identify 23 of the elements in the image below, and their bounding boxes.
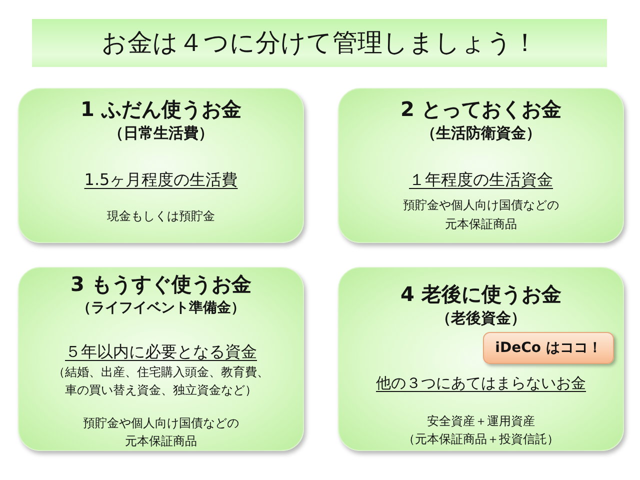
note-text: 安全資産＋運用資産（元本保証商品＋投資信託）: [402, 413, 560, 448]
underlined-summary: 1.5ヶ月程度の生活費: [84, 170, 238, 190]
category-card: [18, 267, 304, 451]
category-card: [338, 267, 624, 451]
note-text: 預貯金や個人向け国債などの元本保証商品: [402, 197, 560, 233]
card-subheading: （生活防衛資金）: [421, 123, 541, 143]
underlined-summary: １年程度の生活資金: [409, 170, 553, 190]
card-subheading: （ライフイベント準備金）: [77, 299, 245, 318]
note-text: 預貯金や個人向け国債などの元本保証商品: [82, 415, 240, 450]
card-heading: 1 ふだん使うお金: [80, 96, 242, 122]
card-heading: 2 とっておくお金: [400, 96, 562, 122]
example-text: （結婚、出産、住宅購入頭金、教育費、車の買い替え資金、独立資金など）: [52, 364, 270, 399]
underlined-summary: 他の３つにあてはまらないお金: [376, 373, 586, 393]
note-text: 現金もしくは預貯金: [107, 208, 215, 225]
category-card: [338, 88, 624, 243]
card-heading: 4 老後に使うお金: [400, 281, 562, 307]
card-subheading: （日常生活費）: [108, 123, 214, 143]
card-subheading: （老後資金）: [436, 308, 526, 328]
badge: iDeCo はココ！: [483, 332, 614, 364]
category-card: [18, 88, 304, 243]
heading-banner: お金は４つに分けて管理しましょう！: [32, 19, 607, 67]
underlined-summary: ５年以内に必要となる資金: [65, 342, 257, 362]
card-heading: 3 もうすぐ使うお金: [70, 271, 252, 297]
